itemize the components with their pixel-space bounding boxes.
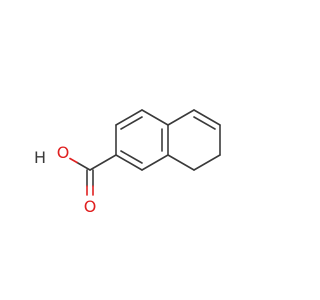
bond-c-oh-carbon-half — [76, 161, 91, 171]
bond-ring-a-1-inner — [120, 116, 143, 130]
bond-ring-b-4 — [193, 154, 221, 171]
atom-label-hydroxyl-h: H — [34, 148, 46, 167]
bond-ring-a-6 — [141, 109, 169, 126]
bond-ring-a-1 — [115, 109, 143, 126]
atom-label-hydroxyl-o: O — [57, 143, 70, 162]
bond-ring-b-5 — [167, 154, 195, 171]
molecule-structure-diagram: H O O — [34, 109, 221, 216]
bond-c-oh-oxygen-half — [69, 157, 78, 164]
bond-ring-a-3-inner — [120, 150, 143, 164]
bond-ring-b-2 — [193, 109, 221, 126]
atom-label-carbonyl-o: O — [84, 197, 97, 216]
bond-ring-a-4 — [141, 154, 169, 171]
bond-ring-b-2-inner — [193, 116, 216, 130]
bond-ring-b-1 — [167, 109, 195, 126]
bond-carboxyl-attach — [89, 154, 117, 171]
bond-ring-a-3 — [115, 154, 143, 171]
